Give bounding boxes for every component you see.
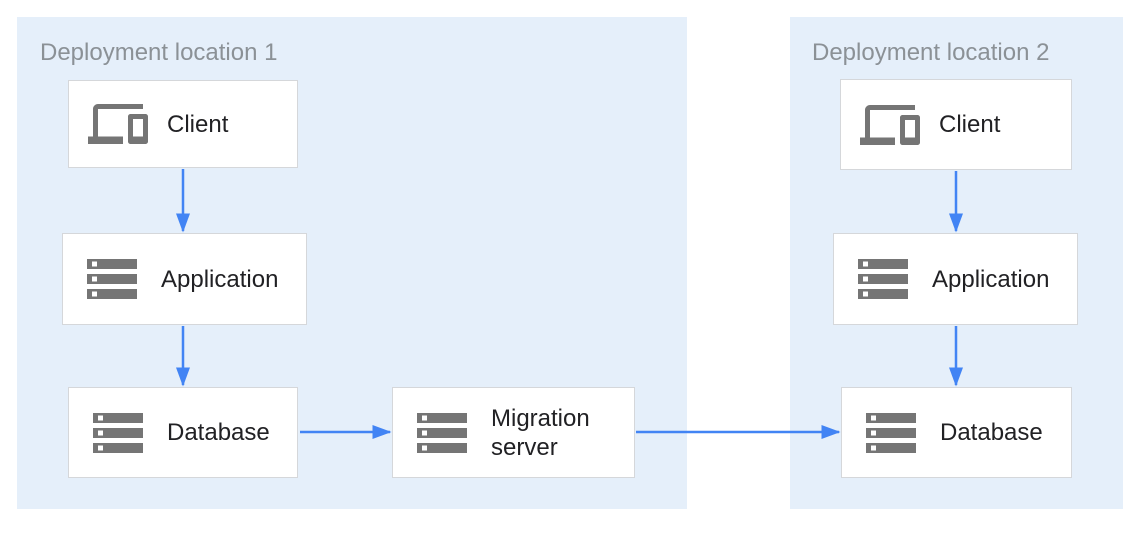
node-dl1-application: Application xyxy=(62,233,307,325)
storage-icon xyxy=(81,249,143,309)
node-label: Database xyxy=(940,419,1043,446)
node-label: Application xyxy=(932,265,1050,293)
node-label: Migration server xyxy=(491,404,590,461)
deployment-location-2-title: Deployment location 2 xyxy=(812,39,1050,66)
storage-icon xyxy=(87,403,149,463)
node-label: Database xyxy=(167,419,270,446)
node-label: Client xyxy=(167,110,229,138)
node-dl2-application: Application xyxy=(833,233,1078,325)
devices-icon xyxy=(87,94,149,154)
deployment-location-1-title: Deployment location 1 xyxy=(40,39,278,66)
storage-icon xyxy=(411,403,473,463)
node-dl2-database: Database xyxy=(841,387,1072,478)
storage-icon xyxy=(852,249,914,309)
node-label: Client xyxy=(939,111,1001,138)
node-dl2-client: Client xyxy=(840,79,1072,170)
node-dl1-client: Client xyxy=(68,80,298,168)
node-label: Application xyxy=(161,265,279,293)
devices-icon xyxy=(859,95,921,155)
node-migration-server: Migration server xyxy=(392,387,635,478)
node-dl1-database: Database xyxy=(68,387,298,478)
storage-icon xyxy=(860,403,922,463)
